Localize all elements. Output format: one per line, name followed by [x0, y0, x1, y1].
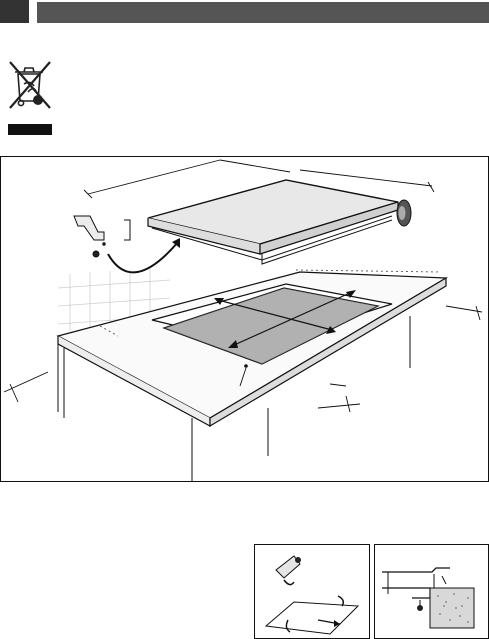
- bracket-fixing-inset: [254, 544, 370, 639]
- section-header-bar: [37, 2, 489, 23]
- page-number-box: [0, 0, 29, 23]
- weee-bin-icon: [4, 56, 56, 138]
- worktop-section-inset: [374, 544, 489, 639]
- hob-installation-diagram: [0, 156, 489, 482]
